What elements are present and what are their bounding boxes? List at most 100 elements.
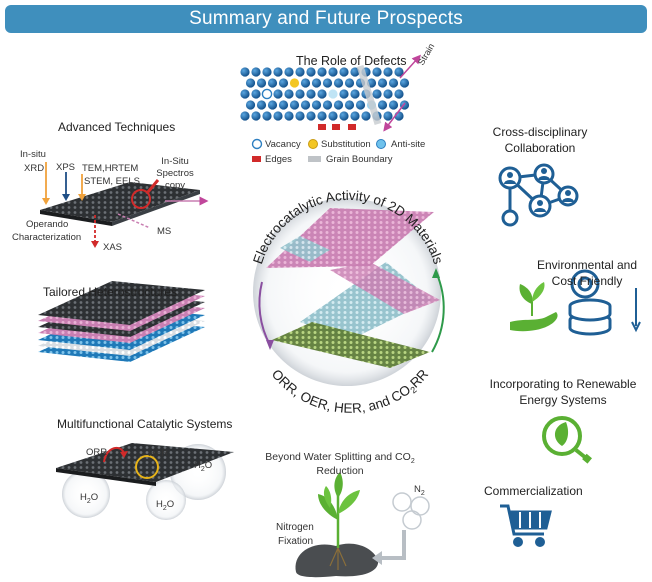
advanced-techniques-title: Advanced Techniques — [58, 120, 176, 134]
lattice-atom — [317, 67, 327, 77]
lattice-atom — [256, 100, 267, 110]
advanced-techniques-sheet — [40, 182, 200, 226]
lattice-atom — [339, 67, 349, 77]
lattice-atom — [300, 100, 311, 110]
spectroscopy-label-line2: Spectros — [156, 168, 194, 179]
substitution-icon — [308, 139, 318, 149]
renewable-energy-icon — [542, 416, 592, 464]
orr-arrowhead — [120, 451, 128, 458]
strain-arrow-lower — [383, 102, 406, 132]
lattice-atom — [306, 89, 316, 99]
grain-boundary-label: Grain Boundary — [326, 154, 393, 165]
lattice-atom — [344, 100, 355, 110]
lattice-atom — [251, 111, 261, 121]
cost-down-arrowhead — [631, 321, 641, 333]
shopping-cart-icon — [500, 504, 552, 547]
coins-icon — [568, 269, 612, 336]
lattice-atom — [295, 67, 305, 77]
antisite-label: Anti-site — [391, 139, 426, 150]
lattice-atom — [311, 100, 322, 110]
lattice-atom — [344, 78, 355, 88]
n2-label: N2 — [414, 484, 425, 497]
ms-label: MS — [157, 226, 172, 237]
heterostructure-stack — [38, 281, 205, 362]
lattice-atom — [245, 100, 256, 110]
lattice-atom — [383, 67, 393, 77]
lattice-atom — [278, 78, 289, 88]
insitu-xrd-label-line1: In-situ — [20, 149, 46, 160]
xas-label: XAS — [103, 242, 123, 253]
lattice-atom — [261, 88, 273, 100]
insitu-xrd-label-line2: XRD — [24, 163, 45, 174]
lattice-atom — [306, 67, 316, 77]
lattice-atom — [262, 67, 272, 77]
renewable-label-line1: Incorporating to Renewable — [489, 377, 637, 391]
lattice-atom — [295, 111, 305, 121]
lattice-atom — [240, 89, 250, 99]
spectroscopy-label-line1: In-Situ — [161, 156, 189, 167]
lattice-atom — [388, 78, 399, 88]
her-label: HER — [148, 448, 169, 459]
lattice-atom — [284, 67, 294, 77]
lattice-atom — [328, 67, 338, 77]
tem-label-line1: TEM,HRTEM — [82, 163, 139, 174]
n2-flow-arrowhead — [372, 551, 382, 565]
nitrogen-label-line2: Fixation — [278, 536, 314, 547]
multifunctional-title: Multifunctional Catalytic Systems — [57, 417, 233, 431]
beyond-title-line2: Reduction — [316, 465, 364, 477]
edge-marker — [332, 124, 340, 130]
lattice-atom — [322, 78, 333, 88]
h2o-label-left: H2O — [80, 492, 99, 505]
ms-arrow — [117, 213, 151, 229]
lattice-atom — [273, 89, 283, 99]
xps-arrowhead — [62, 194, 70, 201]
lattice-atom — [339, 89, 349, 99]
edge-marker — [318, 124, 326, 130]
lattice-atom — [289, 78, 300, 88]
orr-label: ORR — [86, 447, 108, 458]
grain-boundary-band — [356, 64, 382, 126]
lattice-atom — [339, 111, 349, 121]
magnifier-icon — [131, 189, 151, 209]
lattice-atom — [284, 111, 294, 121]
antisite-icon — [376, 139, 386, 149]
commercialization-label: Commercialization — [484, 484, 583, 498]
heterostructures-title: Tailored Heterostructures — [43, 285, 178, 299]
environmental-label-line1: Environmental and — [536, 258, 638, 272]
environmental-label-line2: Cost Friendly — [551, 274, 623, 288]
lattice-atom — [262, 111, 272, 121]
lattice-atom — [284, 89, 294, 99]
lattice-atom — [295, 89, 305, 99]
xrd-arrowhead — [42, 198, 50, 205]
collaboration-label-line2: Collaboration — [504, 141, 576, 155]
people-icons — [504, 168, 574, 212]
activity-arc-left-head — [266, 340, 274, 350]
multifunctional-sheet — [56, 443, 234, 520]
water-bubble-bottom — [146, 480, 186, 520]
vacancy-label: Vacancy — [265, 139, 301, 150]
operando-label-line2: Characterization — [12, 232, 82, 243]
activity-arc-right — [431, 271, 445, 353]
lattice-atom — [317, 111, 327, 121]
tem-arrowhead — [78, 194, 86, 201]
lattice-atom — [328, 111, 338, 121]
lattice-atom — [300, 78, 311, 88]
lattice-atom — [394, 89, 404, 99]
lattice-atom — [377, 78, 388, 88]
lattice-atom — [372, 89, 382, 99]
lattice-atom — [372, 67, 382, 77]
defect-lattice — [240, 64, 410, 130]
beyond-title-line1: Beyond Water Splitting and CO2 — [265, 451, 415, 466]
lattice-atom — [289, 100, 300, 110]
lattice-atom — [399, 78, 410, 88]
lattice-atom — [251, 67, 261, 77]
lattice-atom — [377, 100, 388, 110]
h2o-label-bottom: H2O — [156, 499, 175, 512]
her-ring — [135, 455, 159, 479]
lattice-atom — [361, 111, 371, 121]
lattice-atom — [267, 100, 278, 110]
lattice-atom — [306, 111, 316, 121]
lattice-atom — [383, 89, 393, 99]
activity-arc-left — [258, 281, 271, 346]
